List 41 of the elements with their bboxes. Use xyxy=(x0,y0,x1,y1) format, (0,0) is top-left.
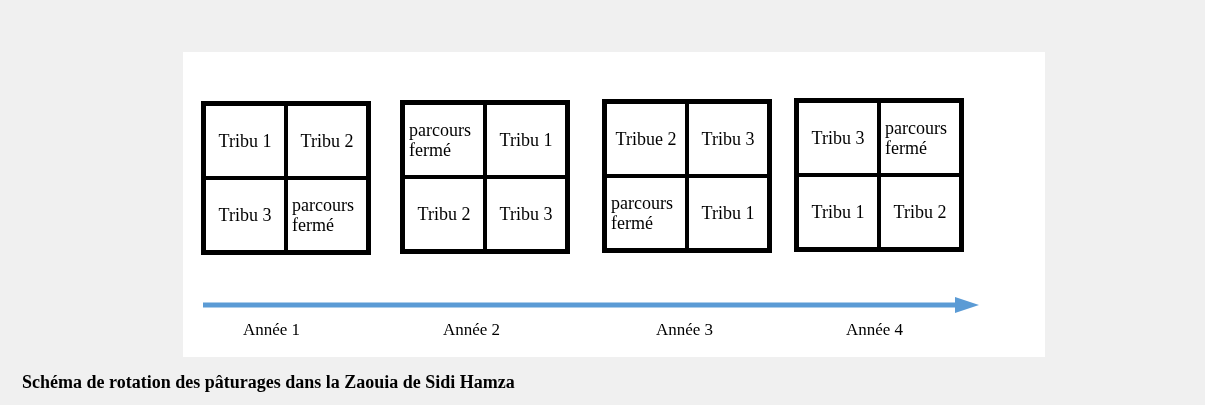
pasture-cell xyxy=(204,178,286,252)
pasture-grid xyxy=(201,101,371,255)
pasture-grid xyxy=(400,100,570,254)
pasture-cell xyxy=(403,177,485,251)
cell-text: parcours fermé xyxy=(610,193,674,233)
year-label: Année 3 xyxy=(656,320,714,340)
pasture-cell xyxy=(879,101,961,175)
pasture-cell xyxy=(797,101,879,175)
cell-text: Tribu 2 xyxy=(416,204,472,224)
pasture-cell xyxy=(687,102,769,176)
pasture-cell xyxy=(403,103,485,177)
year-label: Année 4 xyxy=(846,320,904,340)
cell-text: Tribue 2 xyxy=(614,129,678,149)
cell-text: Tribu 1 xyxy=(217,131,273,151)
cell-text: Tribu 2 xyxy=(299,131,355,151)
cell-text: parcours fermé xyxy=(408,120,472,160)
cell-text: Tribu 3 xyxy=(217,205,273,225)
cell-text: Tribu 1 xyxy=(498,130,554,150)
pasture-cell xyxy=(485,103,567,177)
cell-text: Tribu 1 xyxy=(700,203,756,223)
pasture-cell xyxy=(286,178,368,252)
pasture-cell xyxy=(485,177,567,251)
cell-text: parcours fermé xyxy=(884,118,948,158)
pasture-cell xyxy=(687,176,769,250)
pasture-cell xyxy=(797,175,879,249)
cell-text: Tribu 1 xyxy=(810,202,866,222)
pasture-cell xyxy=(879,175,961,249)
cell-text: Tribu 2 xyxy=(892,202,948,222)
cell-text: parcours fermé xyxy=(291,195,355,235)
pasture-cell xyxy=(286,104,368,178)
cell-text: Tribu 3 xyxy=(810,128,866,148)
cell-text: Tribu 3 xyxy=(700,129,756,149)
pasture-grid xyxy=(602,99,772,253)
year-label: Année 1 xyxy=(243,320,301,340)
caption: Schéma de rotation des pâturages dans la Zaouia de Sidi Hamza xyxy=(22,372,515,393)
cell-text: Tribu 3 xyxy=(498,204,554,224)
pasture-grid xyxy=(794,98,964,252)
year-label: Année 2 xyxy=(443,320,501,340)
pasture-cell xyxy=(204,104,286,178)
pasture-cell xyxy=(605,176,687,250)
pasture-cell xyxy=(605,102,687,176)
